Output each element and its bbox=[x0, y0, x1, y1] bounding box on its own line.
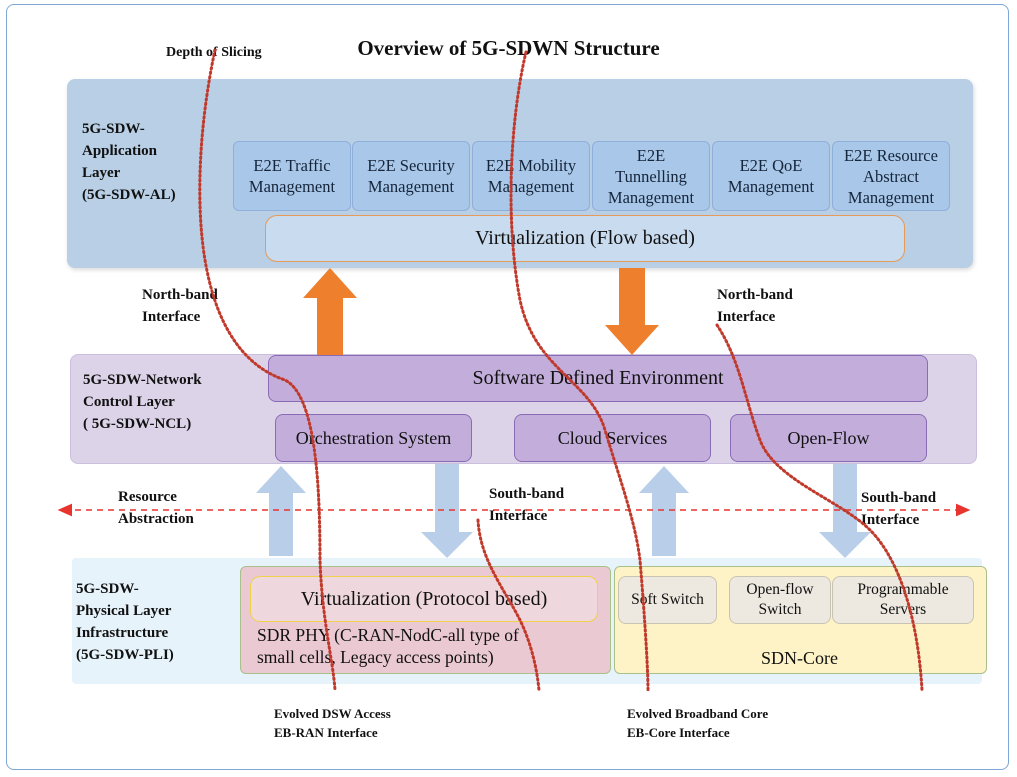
open-flow[interactable]: Open-Flow bbox=[730, 414, 927, 462]
network-control-layer-label: 5G-SDW-Network Control Layer ( 5G-SDW-NC… bbox=[83, 372, 202, 432]
diagram-title: Overview of 5G-SDWN Structure bbox=[357, 36, 660, 60]
cloud-services[interactable]: Cloud Services bbox=[514, 414, 711, 462]
application-layer-label: 5G-SDW- Application Layer (5G-SDW-AL) bbox=[82, 121, 176, 203]
outer-frame bbox=[6, 4, 1009, 770]
soft-switch[interactable]: Soft Switch bbox=[618, 576, 717, 624]
software-defined-environment[interactable]: Software Defined Environment bbox=[268, 355, 928, 402]
south-band-up-arrow-left bbox=[256, 466, 306, 556]
sdn-core-label: SDN-Core bbox=[761, 648, 838, 668]
virtualization-flow-based[interactable]: Virtualization (Flow based) bbox=[265, 215, 905, 262]
orchestration-system[interactable]: Orchestration System bbox=[275, 414, 472, 462]
slicing-line-4 bbox=[715, 323, 924, 692]
south-band-up-arrow-right bbox=[639, 466, 689, 556]
south-band-down-arrow-mid bbox=[421, 464, 473, 558]
physical-layer-label: 5G-SDW- Physical Layer Infrastructure (5… bbox=[76, 581, 174, 663]
virtualization-protocol-based[interactable]: Virtualization (Protocol based) bbox=[250, 576, 598, 622]
slicing-line-2 bbox=[509, 50, 650, 692]
north-band-down-arrow bbox=[605, 268, 659, 355]
slicing-line-1 bbox=[198, 48, 337, 692]
north-band-up-arrow bbox=[303, 268, 357, 355]
slicing-line-3 bbox=[476, 518, 541, 692]
sdr-phy-text: SDR PHY (C-RAN-NodC-all type of small ce… bbox=[257, 625, 519, 667]
